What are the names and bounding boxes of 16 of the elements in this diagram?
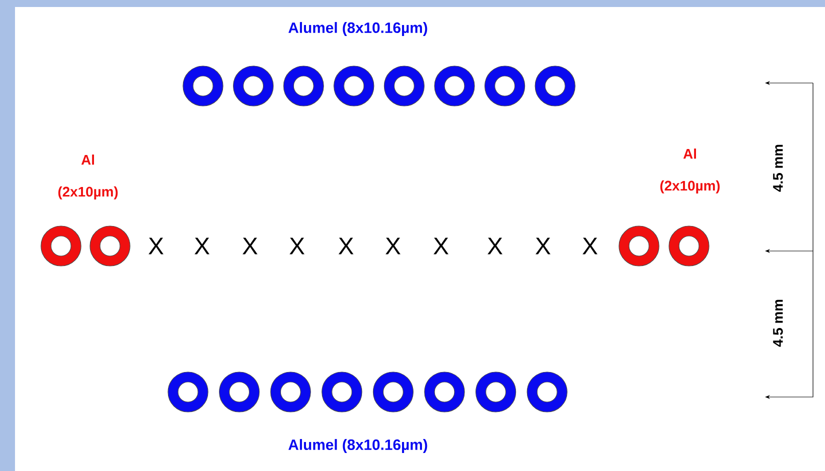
cross-mark: X [582, 238, 598, 254]
dimension-label: 4.5 mm [773, 144, 783, 192]
cross-mark: X [338, 238, 354, 254]
dimension-label: 4.5 mm [773, 300, 783, 347]
cross-mark: X [194, 238, 210, 254]
cross-mark: X [386, 238, 400, 254]
cross-mark: X [242, 238, 258, 254]
material-label: Al (2x10µm) [58, 154, 118, 200]
material-label: Alumel (8x10.16µm) [288, 439, 428, 453]
material-label: Al (2x10µm) [660, 148, 720, 194]
material-label: Alumel (8x10.16µm) [288, 22, 428, 36]
cross-mark: X [434, 238, 448, 254]
cross-mark: X [536, 238, 550, 254]
cross-mark: X [290, 238, 304, 254]
cross-mark: X [148, 238, 164, 254]
cross-mark: X [488, 238, 502, 254]
